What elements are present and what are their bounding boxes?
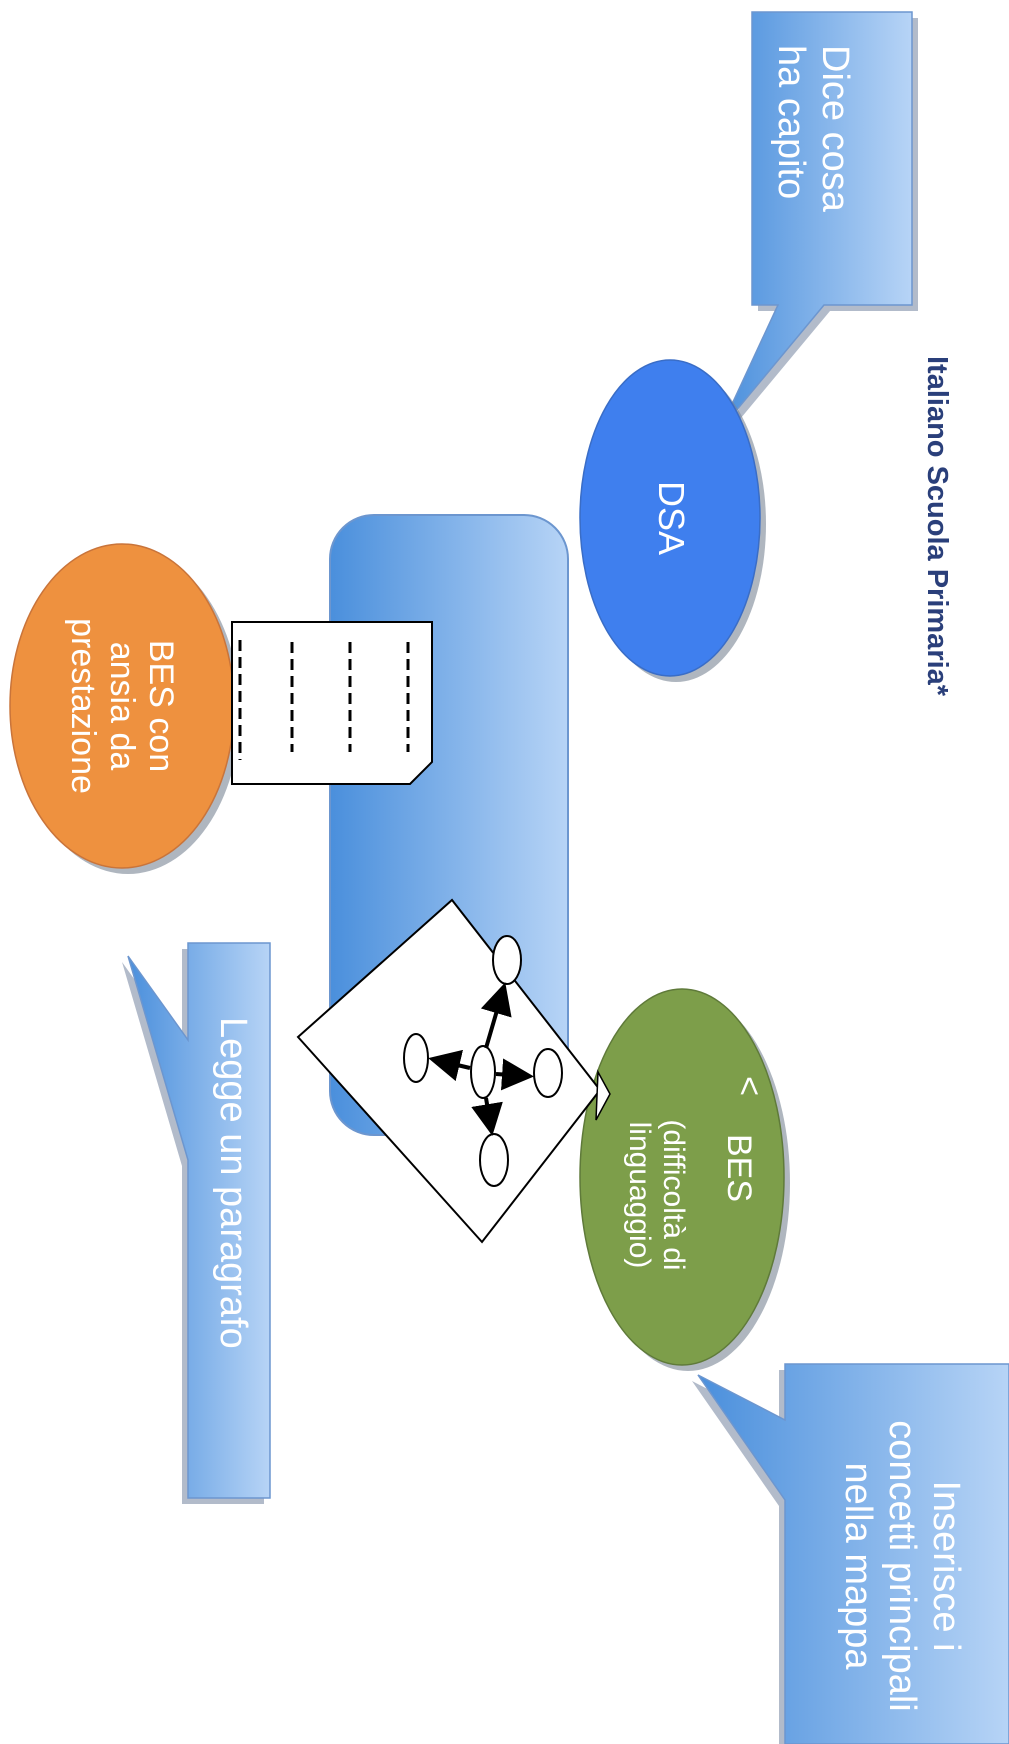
node-bes-language — [579, 988, 790, 1371]
callout-top — [719, 11, 918, 436]
callout-top-text: Dice cosa ha capito — [770, 45, 856, 212]
page-title: Italiano Scuola Primaria* — [921, 356, 953, 697]
concept-map-icon — [296, 898, 611, 1244]
node-bes-language-detail: (difficoltà di linguaggio) — [623, 1119, 690, 1271]
callout-right-text: Inserisce i concetti principali nella ma… — [837, 1420, 967, 1712]
node-dsa — [579, 359, 766, 682]
node-bes-anxiety-label: BES con ansia da prestazione — [64, 618, 180, 794]
callout-right — [692, 1363, 1009, 1744]
node-dsa-label: DSA — [651, 480, 692, 556]
node-bes-anxiety — [9, 543, 240, 874]
callout-left-text: Legge un paragrafo — [212, 1017, 254, 1349]
node-bes-language-lt: < — [730, 1076, 768, 1096]
callout-left — [122, 942, 271, 1504]
document-icon — [231, 621, 433, 785]
node-bes-language-name: BES — [720, 1133, 758, 1203]
